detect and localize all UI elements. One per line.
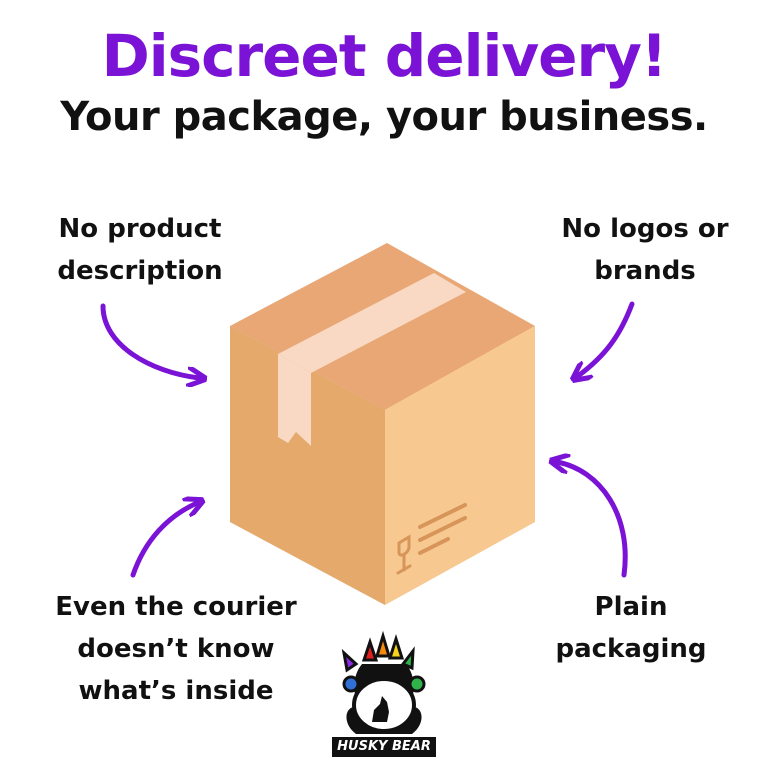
callout-no-product-description: No product description <box>57 214 223 286</box>
callout-plain-packaging: Plain packaging <box>555 592 707 664</box>
arrow-bottom-left-icon <box>130 503 197 578</box>
fragile-glass-icon <box>396 534 412 575</box>
husky-bear-paw-logo <box>341 630 426 734</box>
arrow-bottom-right-icon <box>557 462 628 578</box>
logo-wordmark: HUSKY BEAR <box>332 737 436 757</box>
arrow-top-left-icon <box>100 303 199 378</box>
headline-title: Discreet delivery! <box>101 22 668 90</box>
callout-courier-doesnt-know: Even the courier doesn’t know what’s ins… <box>55 592 297 706</box>
arrow-top-right-icon <box>578 301 635 376</box>
shipping-label-lines-icon <box>418 503 467 555</box>
cardboard-box-icon <box>230 243 535 605</box>
headline-subtitle: Your package, your business. <box>60 94 708 140</box>
callout-no-logos-or-brands: No logos or brands <box>561 214 729 286</box>
